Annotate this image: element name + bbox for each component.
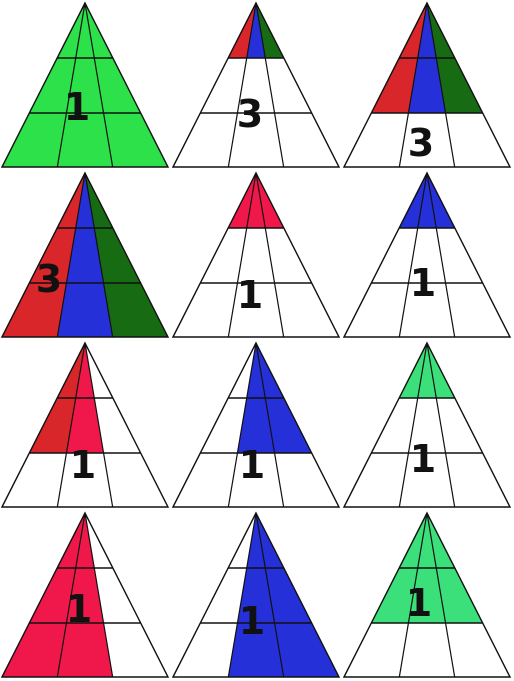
triangle-outline	[1, 511, 170, 678]
triangle-diagram	[1, 1, 170, 168]
puzzle-piece-8: 1	[172, 341, 343, 511]
triangle-diagram	[172, 511, 341, 678]
triangle-outline	[343, 171, 512, 338]
puzzle-piece-11: 1	[172, 511, 343, 681]
puzzle-piece-10: 1	[1, 511, 172, 681]
slanted-divider	[56, 342, 86, 508]
slanted-divider	[255, 342, 285, 508]
slanted-divider	[84, 512, 114, 678]
slanted-divider	[398, 172, 428, 338]
triangle-outline	[1, 341, 170, 508]
piece-number: 1	[405, 581, 433, 625]
puzzle-piece-1: 1	[1, 1, 172, 171]
puzzle-piece-5: 1	[172, 171, 343, 341]
slanted-divider	[227, 172, 257, 338]
slanted-divider	[426, 342, 456, 508]
triangle-outline	[172, 1, 341, 168]
triangle-diagram	[343, 341, 512, 508]
puzzle-piece-4: 3	[1, 171, 172, 341]
puzzle-piece-12: 1	[343, 511, 514, 681]
slanted-divider	[426, 512, 456, 678]
slanted-divider	[84, 172, 114, 338]
slanted-divider	[426, 172, 456, 338]
triangle-diagram	[172, 341, 341, 508]
triangle-diagram	[172, 1, 341, 168]
slanted-divider	[398, 512, 428, 678]
piece-number: 1	[409, 261, 437, 305]
triangle-outline	[172, 341, 341, 508]
slanted-divider	[398, 2, 428, 168]
slanted-divider	[56, 512, 86, 678]
triangle-outline	[172, 171, 341, 338]
slanted-divider	[227, 2, 257, 168]
triangle-diagram	[343, 511, 512, 678]
slanted-divider	[84, 2, 114, 168]
slanted-divider	[398, 342, 428, 508]
slanted-divider	[227, 342, 257, 508]
puzzle-piece-6: 1	[343, 171, 514, 341]
slanted-divider	[255, 512, 285, 678]
piece-number: 1	[63, 85, 91, 129]
triangle-diagram	[343, 171, 512, 338]
puzzle-piece-7: 1	[1, 341, 172, 511]
piece-number: 1	[238, 599, 266, 643]
piece-number: 3	[407, 121, 435, 165]
triangle-outline	[343, 341, 512, 508]
triangle-outline	[1, 171, 170, 338]
puzzle-piece-2: 3	[172, 1, 343, 171]
slanted-divider	[255, 172, 285, 338]
piece-number: 1	[238, 443, 266, 487]
piece-number: 1	[236, 273, 264, 317]
slanted-divider	[255, 2, 285, 168]
puzzle-piece-9: 1	[343, 341, 514, 511]
triangle-outline	[172, 511, 341, 678]
slanted-divider	[56, 172, 86, 338]
slanted-divider	[426, 2, 456, 168]
piece-number: 1	[409, 437, 437, 481]
triangle-diagram	[1, 511, 170, 678]
triangle-diagram	[172, 171, 341, 338]
piece-number: 1	[65, 587, 93, 631]
slanted-divider	[227, 512, 257, 678]
triangle-outline	[343, 1, 512, 168]
triangle-diagram	[1, 341, 170, 508]
slanted-divider	[84, 342, 114, 508]
puzzle-piece-3: 3	[343, 1, 514, 171]
slanted-divider	[56, 2, 86, 168]
triangle-outline	[343, 511, 512, 678]
piece-number: 3	[236, 92, 264, 136]
triangle-diagram	[1, 171, 170, 338]
triangle-outline	[1, 1, 170, 168]
triangle-diagram	[343, 1, 512, 168]
piece-number: 3	[35, 257, 63, 301]
piece-number: 1	[69, 443, 97, 487]
